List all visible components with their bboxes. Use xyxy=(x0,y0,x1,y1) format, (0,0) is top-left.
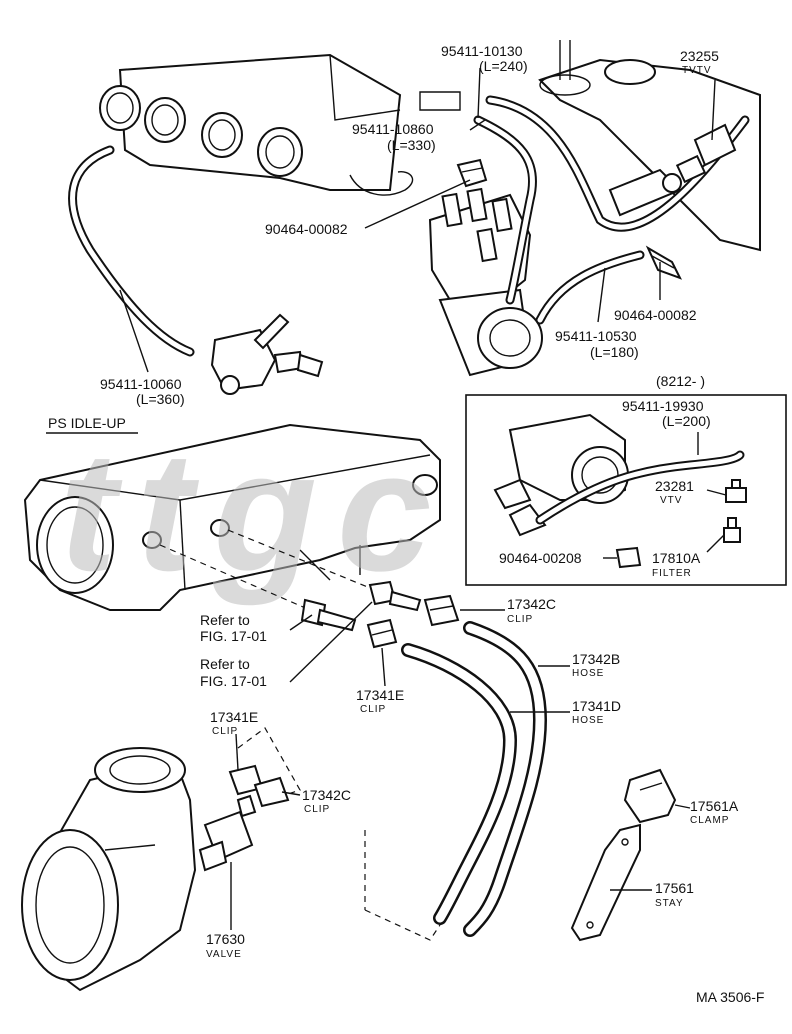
label-17341E-b-desc: CLIP xyxy=(360,704,386,715)
label-95411-10060: 95411-10060 xyxy=(100,376,182,392)
label-17561A: 17561A xyxy=(690,798,739,814)
tvtv-valve xyxy=(662,123,737,193)
clip-17342C-bottom xyxy=(253,776,290,808)
label-17342B: 17342B xyxy=(572,651,620,667)
label-17341E-a: 17341E xyxy=(210,709,258,725)
hose-clip-top-left xyxy=(456,158,488,188)
label-90464-00082-b: 90464-00082 xyxy=(614,307,697,323)
clamp-17561A xyxy=(623,768,677,824)
intake-manifold-mid xyxy=(23,423,441,611)
section-title-ps-idle-up: PS IDLE-UP xyxy=(48,415,126,431)
union-fitting-left xyxy=(300,598,357,632)
label-17341D-desc: HOSE xyxy=(572,715,604,726)
label-refer-to-1: Refer to xyxy=(200,612,250,628)
intake-manifold-top xyxy=(99,53,461,196)
vtv-23281 xyxy=(725,479,747,503)
union-fitting-right xyxy=(368,580,422,612)
explode-lines-mid xyxy=(159,529,441,941)
label-refer-fig-1: FIG. 17-01 xyxy=(200,628,267,644)
air-cleaner-housing xyxy=(21,747,197,992)
watermark: ttgc xyxy=(60,417,452,607)
label-17342C-a: 17342C xyxy=(507,596,556,612)
leader-lines-bottom-left xyxy=(230,733,301,930)
label-95411-19930: 95411-19930 xyxy=(622,398,704,414)
inset-date-range: (8212- ) xyxy=(656,373,705,389)
label-17342C-b: 17342C xyxy=(302,787,351,803)
stay-17561 xyxy=(570,823,641,942)
label-17341D: 17341D xyxy=(572,698,621,714)
hose-clip-top-right xyxy=(645,245,683,280)
vacuum-valve-left xyxy=(210,313,324,395)
label-23281-desc: VTV xyxy=(660,495,682,506)
label-refer-to-2: Refer to xyxy=(200,656,250,672)
label-23255-desc: TVTV xyxy=(682,65,712,76)
inset-manifold xyxy=(493,413,629,537)
label-23281: 23281 xyxy=(655,478,694,494)
label-95411-10530: 95411-10530 xyxy=(555,328,637,344)
leader-lines-top xyxy=(119,67,716,373)
label-17342C-b-desc: CLIP xyxy=(304,804,330,815)
figure-code: MA 3506-F xyxy=(696,989,764,1005)
label-17561: 17561 xyxy=(655,880,694,896)
label-17630: 17630 xyxy=(206,931,245,947)
label-95411-10060-length: (L=360) xyxy=(136,391,185,407)
label-17342B-desc: HOSE xyxy=(572,668,604,679)
leader-lines-inset xyxy=(603,432,727,559)
label-95411-10860: 95411-10860 xyxy=(352,121,434,137)
clip-17341E-mid xyxy=(366,618,398,649)
label-17561-desc: STAY xyxy=(655,898,684,909)
clip-17342C-top xyxy=(423,594,460,627)
hose-17341D xyxy=(401,643,518,925)
label-90464-00082-a: 90464-00082 xyxy=(265,221,348,237)
label-95411-10530-length: (L=180) xyxy=(590,344,639,360)
label-17342C-a-desc: CLIP xyxy=(507,614,533,625)
label-17630-desc: VALVE xyxy=(206,949,242,960)
label-95411-10130-length: (L=240) xyxy=(479,58,528,74)
label-90464-00208: 90464-00208 xyxy=(499,550,582,566)
label-95411-10860-length: (L=330) xyxy=(387,137,436,153)
label-95411-10130: 95411-10130 xyxy=(441,43,523,59)
leader-lines-bottom-right xyxy=(610,804,691,891)
filter-17810A xyxy=(723,517,741,543)
label-17341E-a-desc: CLIP xyxy=(212,726,238,737)
leader-lines-mid xyxy=(289,601,570,713)
label-refer-fig-2: FIG. 17-01 xyxy=(200,673,267,689)
distributor xyxy=(428,187,543,377)
hose-17342B xyxy=(463,621,548,937)
inset-hose-95411-19930 xyxy=(535,450,745,525)
valve-17630 xyxy=(198,794,257,872)
clip-90464-00208 xyxy=(615,546,642,569)
label-23255: 23255 xyxy=(680,48,719,64)
label-95411-19930-length: (L=200) xyxy=(662,413,711,429)
label-17810A-desc: FILTER xyxy=(652,568,692,579)
label-17341E-b: 17341E xyxy=(356,687,404,703)
label-17561A-desc: CLAMP xyxy=(690,815,729,826)
label-17810A: 17810A xyxy=(652,550,701,566)
inset-box xyxy=(465,394,787,586)
